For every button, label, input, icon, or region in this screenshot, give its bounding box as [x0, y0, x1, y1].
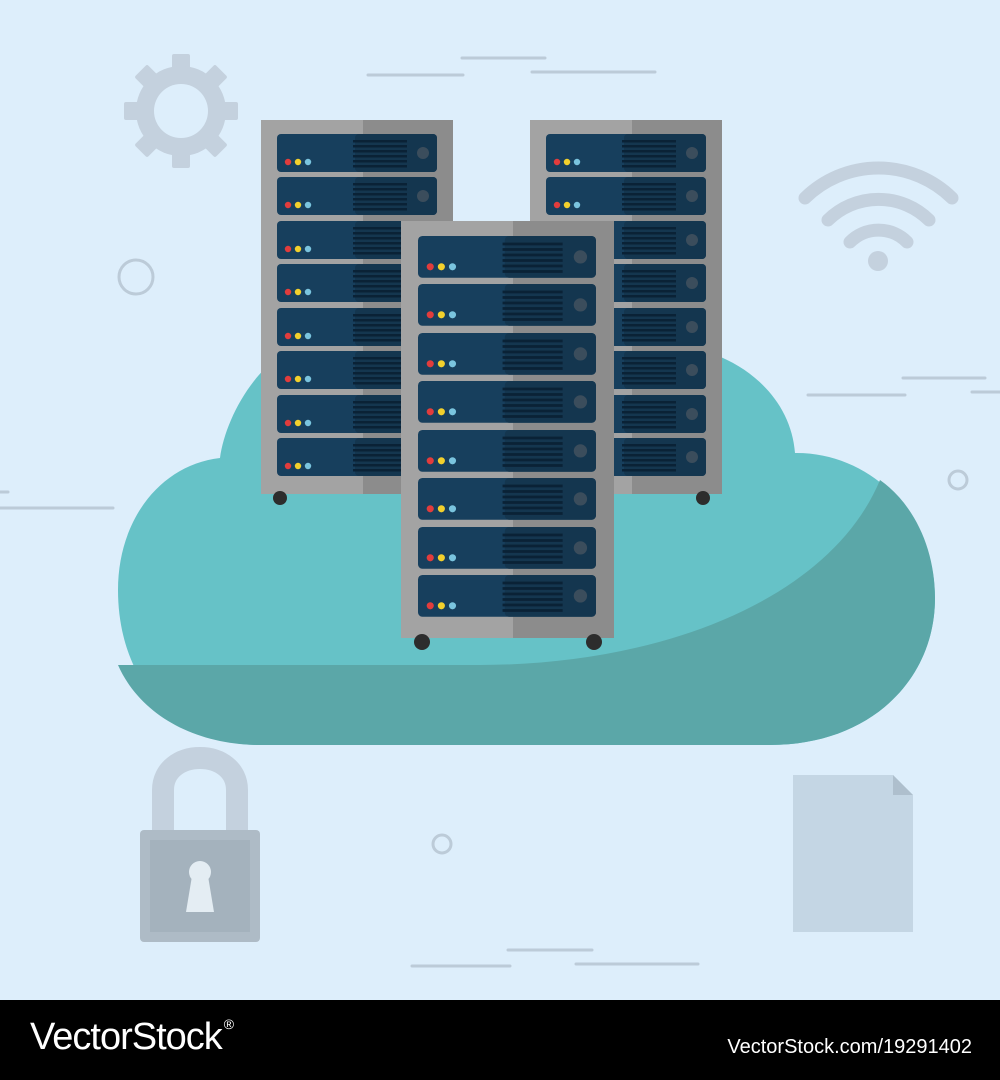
- server-rack-icon-front: [401, 221, 614, 650]
- document-icon: [793, 775, 913, 932]
- vectorstock-logo: VectorStock®: [30, 1016, 234, 1059]
- padlock-icon: [140, 746, 260, 942]
- brand-name: VectorStock: [30, 1016, 223, 1058]
- gear-icon: [124, 54, 238, 168]
- wifi-icon: [798, 161, 959, 271]
- illustration-canvas: [0, 0, 1000, 1000]
- registered-mark: ®: [223, 1016, 234, 1032]
- watermark-footer: VectorStock® VectorStock.com/19291402: [0, 1000, 1000, 1080]
- decorative-circles: [117, 258, 969, 855]
- decorative-lines: [0, 56, 1000, 968]
- image-id-url: VectorStock.com/19291402: [727, 1036, 972, 1058]
